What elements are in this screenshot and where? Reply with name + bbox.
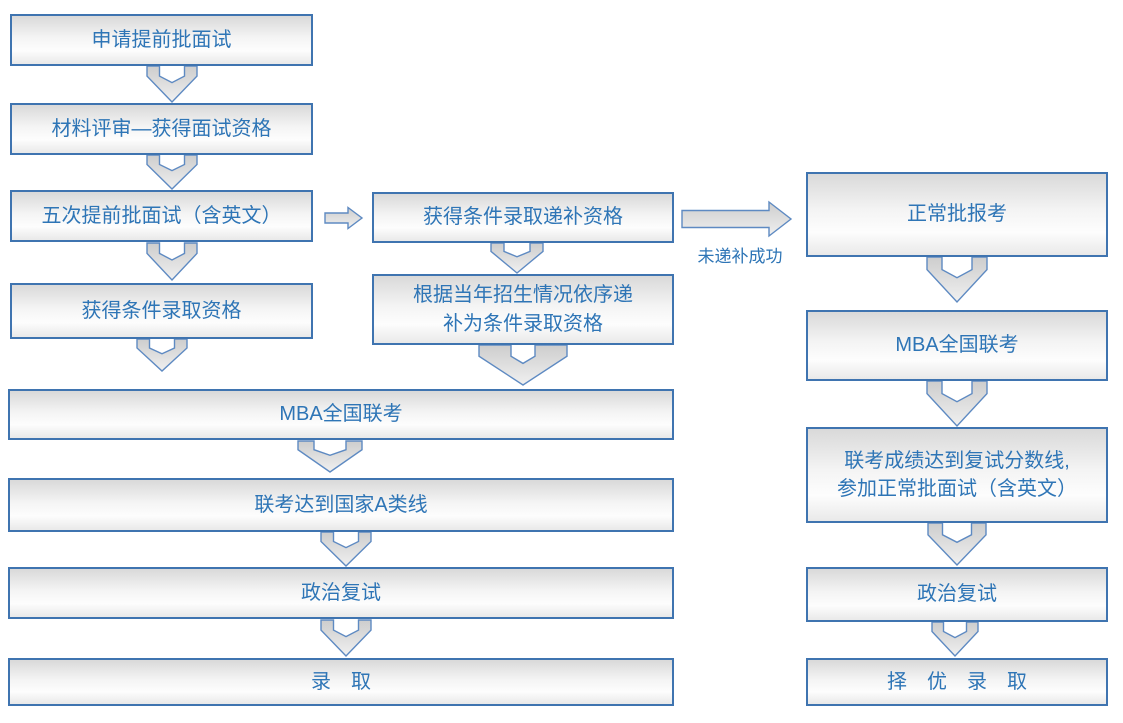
node-merit-admission: 择 优 录 取 xyxy=(806,658,1108,706)
down-arrow-icon xyxy=(146,65,198,104)
down-arrow-icon xyxy=(490,242,544,274)
right-arrow-icon xyxy=(324,206,364,230)
right-arrow-icon xyxy=(681,200,793,238)
down-arrow-icon xyxy=(297,440,363,473)
node-five-early-interviews: 五次提前批面试（含英文） xyxy=(10,190,313,242)
node-apply-early-interview: 申请提前批面试 xyxy=(10,14,313,66)
node-political-retest-left: 政治复试 xyxy=(8,567,674,619)
node-material-review: 材料评审—获得面试资格 xyxy=(10,103,313,155)
down-arrow-icon xyxy=(927,522,987,567)
down-arrow-icon xyxy=(931,621,979,658)
node-national-line-a: 联考达到国家A类线 xyxy=(8,478,674,532)
node-conditional-admission: 获得条件录取资格 xyxy=(10,283,313,339)
node-political-retest-right: 政治复试 xyxy=(806,567,1108,622)
down-arrow-icon xyxy=(926,256,988,304)
down-arrow-icon xyxy=(146,242,198,282)
down-arrow-icon xyxy=(926,380,988,428)
node-admission: 录 取 xyxy=(8,658,674,706)
down-arrow-icon xyxy=(320,619,372,658)
down-arrow-icon xyxy=(478,344,568,386)
node-mba-exam-right: MBA全国联考 xyxy=(806,310,1108,381)
node-mba-exam-left: MBA全国联考 xyxy=(8,389,674,440)
node-normal-batch-interview: 联考成绩达到复试分数线, 参加正常批面试（含英文） xyxy=(806,427,1108,523)
node-waitlist-promotion: 根据当年招生情况依序递 补为条件录取资格 xyxy=(372,274,674,345)
down-arrow-icon xyxy=(146,154,198,190)
edge-label-unsupplemented: 未递补成功 xyxy=(697,247,783,266)
node-waitlist-qualification: 获得条件录取递补资格 xyxy=(372,192,674,243)
down-arrow-icon xyxy=(320,531,372,567)
down-arrow-icon xyxy=(136,338,188,372)
node-normal-batch-apply: 正常批报考 xyxy=(806,172,1108,257)
